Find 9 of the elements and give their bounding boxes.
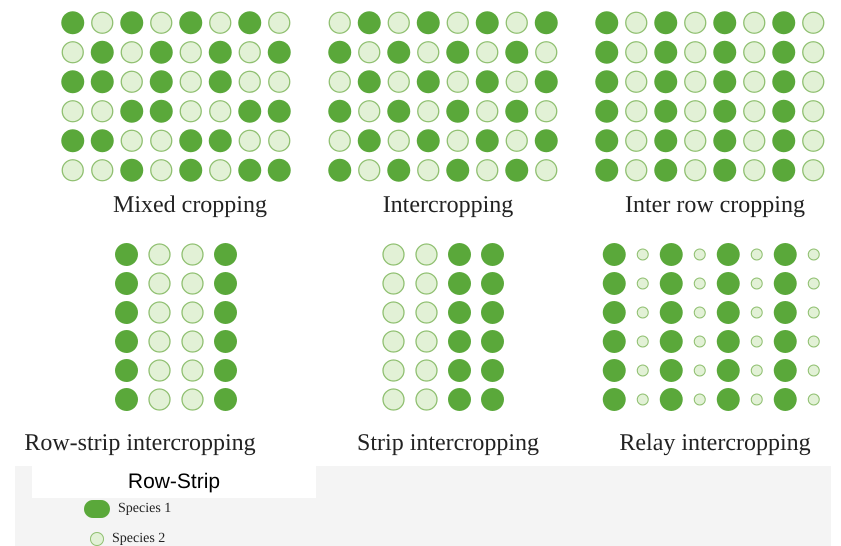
pattern-caption: Row-strip intercropping	[23, 429, 257, 458]
pattern-caption: Strip intercropping	[356, 429, 540, 458]
pattern-caption: Mixed cropping	[112, 191, 268, 220]
overlay-label: Row-Strip	[32, 466, 316, 498]
legend-label: Species 2	[112, 530, 166, 546]
pattern-caption: Inter row cropping	[624, 191, 806, 220]
pattern-caption: Intercropping	[382, 191, 514, 220]
pattern-caption: Relay intercropping	[618, 429, 812, 458]
legend-label: Species 1	[118, 500, 172, 518]
